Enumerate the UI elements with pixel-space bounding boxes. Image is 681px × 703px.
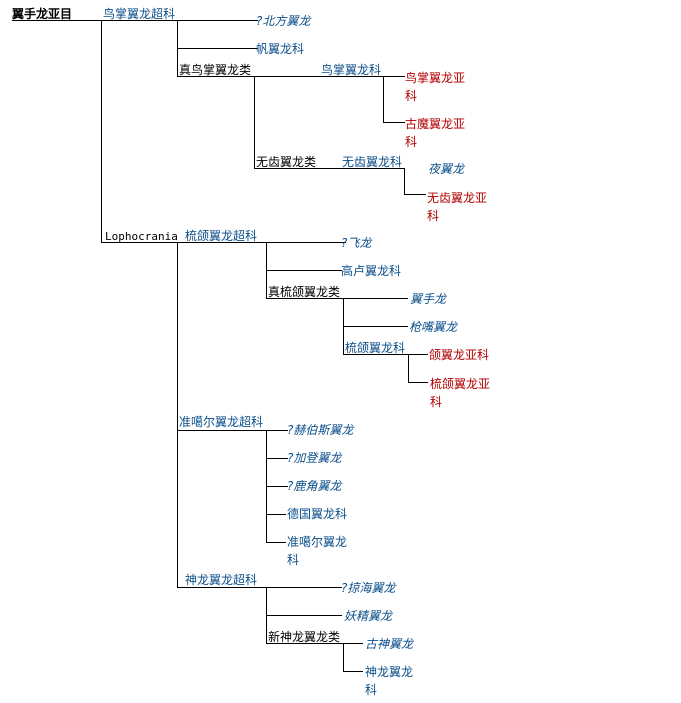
connector [254,168,405,169]
connector [254,76,255,169]
taxon-label: 无齿翼龙类 [256,155,317,169]
connector [343,354,428,355]
connector [266,298,408,299]
taxon-link[interactable]: 梳颌翼龙超科 [185,229,258,243]
connector [101,20,258,21]
taxon-link[interactable]: ?北方翼龙 [256,14,311,28]
connector [177,48,258,49]
taxon-link[interactable]: 无齿翼龙科 [342,155,403,169]
connector [343,326,408,327]
connector [383,76,384,123]
connector [266,486,288,487]
connector [408,354,409,383]
taxon-link[interactable]: 古魔翼龙亚科 [405,117,466,149]
connector [343,643,344,671]
connector [266,270,342,271]
taxon-link[interactable]: 梳颌翼龙亚科 [430,377,491,409]
connector [101,242,346,243]
connector [404,168,405,195]
connector [266,643,363,644]
taxon-link[interactable]: ?加登翼龙 [287,451,342,465]
taxon-link[interactable]: ?赫伯斯翼龙 [287,423,354,437]
connector [177,242,178,587]
taxon-link[interactable]: 枪嘴翼龙 [409,320,458,334]
connector [266,514,286,515]
taxon-link[interactable]: 神龙翼龙科 [365,665,414,697]
taxon-link[interactable]: 神龙翼龙超科 [185,573,258,587]
taxon-label: 新神龙翼龙类 [268,630,341,644]
connector [266,458,288,459]
taxon-link[interactable]: 帆翼龙科 [256,42,305,56]
taxon-link[interactable]: 梳颌翼龙科 [345,341,406,355]
taxon-link[interactable]: 古神翼龙 [365,637,414,651]
connector [383,122,405,123]
connector [12,20,102,21]
taxon-link[interactable]: 颌翼龙亚科 [429,348,490,362]
root-label: 翼手龙亚目 [12,7,73,21]
connector [177,76,405,77]
taxon-link[interactable]: ?鹿角翼龙 [287,479,342,493]
taxon-link[interactable]: 无齿翼龙亚科 [427,191,488,223]
taxon-label: 真梳颌翼龙类 [268,285,341,299]
taxon-link[interactable]: 高卢翼龙科 [341,264,402,278]
connector [343,671,363,672]
taxon-link[interactable]: 鸟掌翼龙科 [321,63,382,77]
connector [177,587,342,588]
taxon-link[interactable]: ?掠海翼龙 [341,581,396,595]
taxon-link[interactable]: 翼手龙 [410,292,447,306]
taxon-link[interactable]: 准噶尔翼龙超科 [179,415,264,429]
taxon-link[interactable]: 准噶尔翼龙科 [287,535,348,567]
taxon-link[interactable]: 德国翼龙科 [287,507,348,521]
taxon-label: Lophocrania [105,230,178,243]
taxon-link[interactable]: 妖精翼龙 [344,609,393,623]
taxon-link[interactable]: 夜翼龙 [428,162,465,176]
taxon-link[interactable]: 鸟掌翼龙超科 [103,7,176,21]
connector [177,430,288,431]
taxon-link[interactable]: 鸟掌翼龙亚科 [405,71,466,103]
connector [101,20,102,242]
connector [266,542,286,543]
connector [266,615,342,616]
taxon-link[interactable]: ?飞龙 [341,236,372,250]
connector [408,382,428,383]
taxon-label: 真鸟掌翼龙类 [179,63,252,77]
connector [404,194,426,195]
